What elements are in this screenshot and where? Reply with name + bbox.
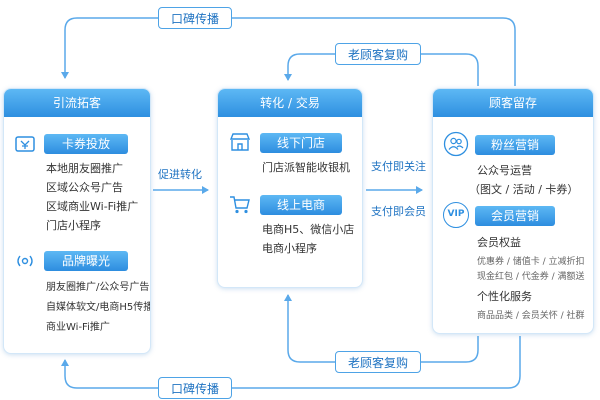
arrow-word-of-mouth-top xyxy=(61,17,516,86)
brand-item: 朋友圈推广/公众号广告 xyxy=(46,282,150,293)
brand-item: 商业Wi-Fi推广 xyxy=(46,322,110,333)
label-member-on-pay: 支付即会员 xyxy=(371,205,426,218)
convert-column: 转化 / 交易 线下门店 门店派智能收银机 线上电商 电商H5、微信小店 电商小… xyxy=(217,88,363,288)
label-returning-bottom: 老顾客复购 xyxy=(335,351,422,373)
cart-icon xyxy=(230,196,250,214)
member-badge: 会员营销 xyxy=(475,206,555,226)
fans-icon xyxy=(443,131,469,157)
online-store-item: 电商小程序 xyxy=(262,242,317,255)
label-promote-conversion: 促进转化 xyxy=(158,168,202,181)
brand-badge: 品牌曝光 xyxy=(44,251,128,271)
coupon-item: 本地朋友圈推广 xyxy=(46,162,123,175)
broadcast-icon xyxy=(17,255,33,267)
brand-item: 自媒体软文/电商H5传播 xyxy=(46,302,151,313)
vip-icon: VIP xyxy=(443,202,469,228)
fans-badge: 粉丝营销 xyxy=(475,135,555,155)
acquire-title: 引流拓客 xyxy=(4,89,150,117)
offline-store-item: 门店派智能收银机 xyxy=(262,161,350,174)
coupon-badge: 卡券投放 xyxy=(44,134,128,154)
label-follow-on-pay: 支付即关注 xyxy=(371,160,426,173)
store-icon xyxy=(229,133,251,151)
member-service-line: 商品品类 / 会员关怀 / 社群 xyxy=(477,311,585,321)
member-rights-line: 现金红包 / 代金券 / 满额送 xyxy=(477,272,585,282)
label-word-of-mouth-top: 口碑传播 xyxy=(158,7,233,29)
retain-column: 顾客留存 粉丝营销 公众号运营 （图文 / 活动 / 卡券） VIP 会员营销 … xyxy=(432,88,594,334)
coupon-icon xyxy=(15,136,35,152)
offline-store-badge: 线下门店 xyxy=(260,133,342,153)
fans-item: （图文 / 活动 / 卡券） xyxy=(469,183,579,196)
coupon-item: 区域商业Wi-Fi推广 xyxy=(46,200,139,213)
fans-item: 公众号运营 xyxy=(477,164,532,177)
arrow-word-of-mouth-bottom xyxy=(61,336,521,389)
online-store-badge: 线上电商 xyxy=(260,195,342,215)
coupon-item: 门店小程序 xyxy=(46,219,101,232)
member-rights-title: 会员权益 xyxy=(477,236,521,249)
label-returning-top: 老顾客复购 xyxy=(335,43,422,65)
coupon-item: 区域公众号广告 xyxy=(46,181,123,194)
retain-title: 顾客留存 xyxy=(433,89,593,117)
member-service-title: 个性化服务 xyxy=(477,290,532,303)
label-word-of-mouth-bottom: 口碑传播 xyxy=(158,377,233,399)
member-rights-line: 优惠券 / 储值卡 / 立减折扣 xyxy=(477,257,585,267)
acquire-column: 引流拓客 卡券投放 本地朋友圈推广 区域公众号广告 区域商业Wi-Fi推广 门店… xyxy=(3,88,151,354)
convert-title: 转化 / 交易 xyxy=(218,89,362,117)
online-store-item: 电商H5、微信小店 xyxy=(262,223,355,236)
